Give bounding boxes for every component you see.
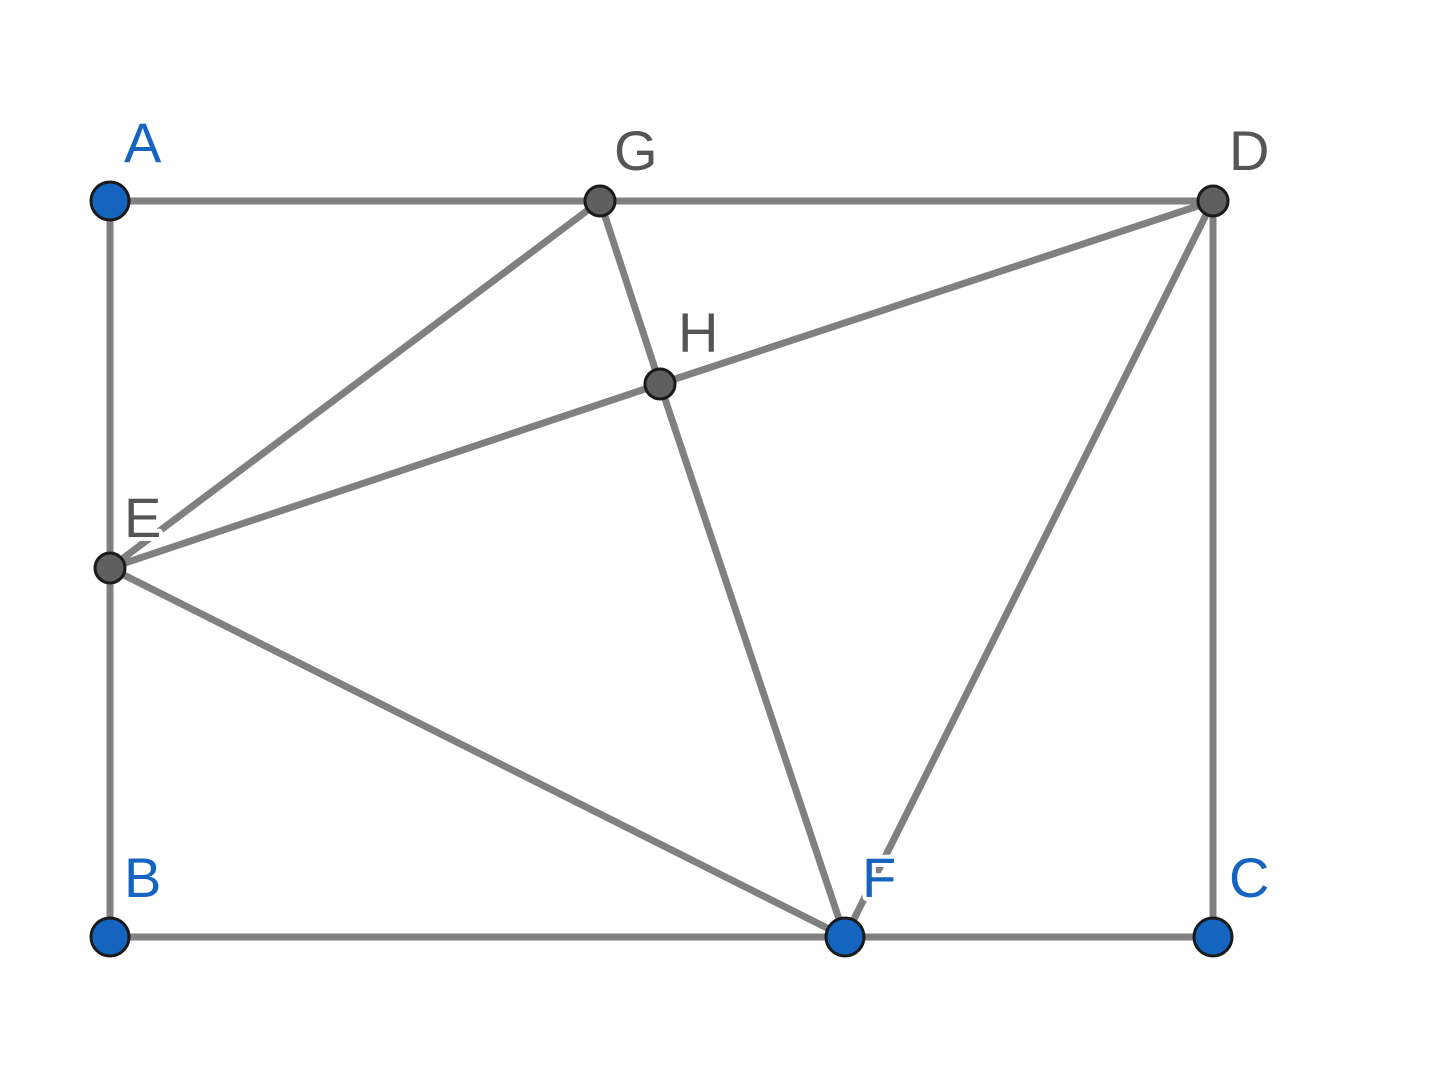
label-f: F [862, 846, 896, 909]
point-e[interactable] [93, 551, 127, 585]
segment-hf [656, 380, 849, 941]
segments-layer [106, 197, 1217, 941]
labels-layer: A B C D E F G H [120, 107, 1273, 913]
segment-hd [656, 197, 1217, 388]
label-a: A [124, 111, 162, 174]
segment-gh [596, 197, 664, 388]
label-c: C [1229, 846, 1269, 909]
segment-ef [106, 564, 849, 941]
label-g: G [614, 119, 658, 182]
point-d[interactable] [1196, 184, 1230, 218]
point-a[interactable] [89, 180, 131, 222]
points-layer [89, 180, 1234, 958]
point-c[interactable] [1192, 916, 1234, 958]
segment-df [841, 197, 1217, 941]
label-e: E [124, 486, 161, 549]
label-h: H [678, 301, 718, 364]
segment-eg [106, 197, 604, 572]
segment-eh [106, 380, 664, 572]
point-f[interactable] [824, 916, 866, 958]
point-b[interactable] [89, 916, 131, 958]
point-h[interactable] [643, 367, 677, 401]
point-g[interactable] [583, 184, 617, 218]
label-b: B [124, 846, 161, 909]
label-d: D [1229, 119, 1269, 182]
